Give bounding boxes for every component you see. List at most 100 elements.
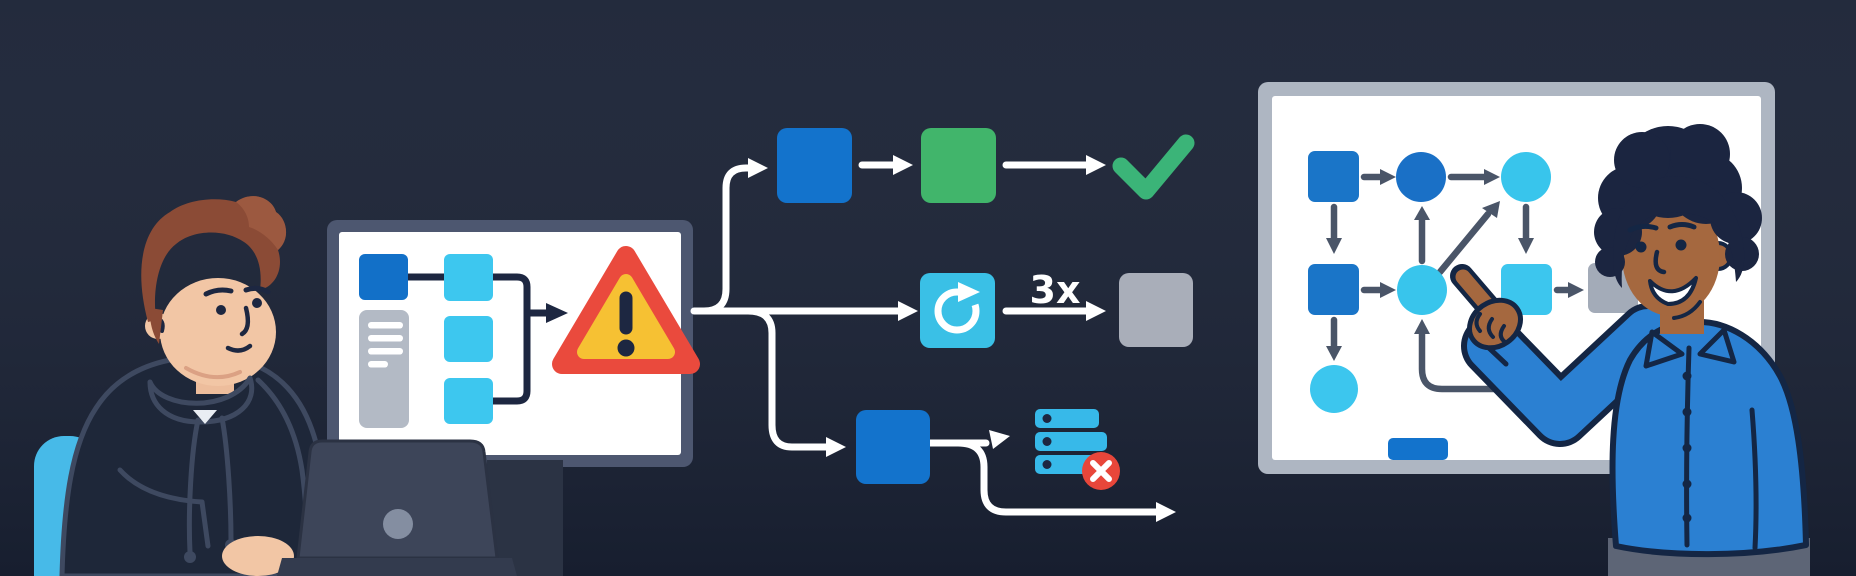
cyan-circle-node [1310, 365, 1358, 413]
shirt-button [1682, 407, 1692, 417]
presenter-eye-right [1675, 239, 1687, 251]
mouth [225, 343, 253, 353]
success-check-icon [1112, 134, 1195, 200]
laptop [277, 439, 517, 576]
eyebrow-left [203, 287, 234, 297]
curly-hair [1594, 124, 1762, 288]
blue-marker [1388, 438, 1448, 460]
list-line [368, 348, 403, 355]
hair [141, 196, 287, 322]
blue-circle-node [1396, 152, 1446, 202]
flow-arrowhead-top [748, 158, 768, 178]
board-arrow-diagonal [1436, 210, 1492, 276]
board-arrowhead [1568, 282, 1584, 298]
presenter-eyebrow-left [1627, 223, 1659, 233]
hood-collar [147, 375, 255, 425]
board-arrowhead [1326, 238, 1342, 254]
cyan-step-icon [444, 254, 493, 301]
presenter-nose [1653, 249, 1667, 275]
collar-left [1643, 329, 1685, 369]
flow-arrowhead-bottom [826, 437, 846, 457]
warning-triangle-icon [552, 246, 700, 374]
jaw-shade [184, 366, 242, 380]
drawstring-tip-left [184, 551, 196, 563]
cyan-step-icon [444, 316, 493, 362]
list-line [368, 361, 388, 368]
flow-line-up [700, 164, 752, 315]
hair-curl [1614, 132, 1670, 188]
presenter-head [1594, 124, 1762, 320]
arrowhead [1086, 301, 1106, 321]
blue-step-icon [777, 128, 852, 203]
presenter-pointing [1450, 124, 1810, 576]
board-arrowhead [1380, 282, 1396, 298]
pointing-hand [1450, 264, 1523, 351]
server-led [1042, 460, 1052, 469]
flow-lines [690, 158, 1176, 522]
knuckle-lines [1474, 312, 1507, 344]
arrowhead [893, 155, 913, 175]
server-bar [1035, 432, 1107, 451]
board-arrowhead [1380, 169, 1396, 185]
shirt-button [1682, 479, 1692, 489]
hair-base [1613, 176, 1745, 288]
shirt-button [1682, 443, 1692, 453]
hair-highlight [236, 196, 287, 250]
list-panel-icon [359, 310, 409, 428]
board-arrowhead [1414, 319, 1430, 334]
presenter-eye-left [1635, 241, 1647, 253]
refresh-circle [934, 288, 980, 334]
flow-arrowhead-server [989, 430, 1010, 449]
board-arrowhead [1326, 346, 1342, 361]
green-step-icon [921, 128, 996, 203]
retry-refresh-icon [934, 280, 992, 334]
branch-retry: 3x [920, 268, 1193, 348]
blue-square-node [1308, 151, 1359, 202]
presenter-eyebrow-right [1667, 222, 1697, 230]
retry-count-label: 3x [1030, 268, 1081, 312]
drawstring-left [186, 417, 201, 555]
tee-sliver [193, 410, 217, 424]
board-arrowhead [1518, 238, 1534, 254]
error-x-icon [1090, 460, 1112, 482]
list-line [368, 335, 403, 342]
board-loop-line [1418, 330, 1514, 393]
monitor [327, 220, 700, 467]
server-led [1042, 437, 1052, 446]
branch-server-error [856, 409, 1120, 490]
monitor-stand [487, 460, 563, 576]
drawstring-right [219, 415, 234, 543]
server-error-icon [1035, 409, 1120, 490]
typing-hand [222, 536, 294, 576]
hair-curl [1670, 124, 1730, 184]
arm-sleeve [1467, 309, 1673, 441]
cyan-circle-node [1397, 265, 1447, 315]
hoodie-fold [117, 467, 211, 549]
shirt-button [1682, 513, 1692, 523]
eyebrow-right [243, 285, 271, 295]
monitor-screen [339, 232, 681, 455]
fist [1467, 297, 1523, 351]
board-arrowhead [1482, 201, 1500, 218]
refresh-arrowhead [958, 282, 980, 302]
list-line [368, 322, 403, 329]
screen-connector-2 [489, 273, 531, 405]
flow-arrowhead-retry [898, 301, 918, 321]
flow-line-down [744, 307, 830, 451]
pending-step-icon [1119, 273, 1193, 347]
board-arrowhead [1414, 206, 1430, 220]
flow-line-continue [954, 439, 1160, 516]
warning-exclamation-dot [617, 339, 635, 357]
face [160, 278, 276, 386]
laptop-base [277, 558, 517, 576]
cyan-circle-node [1501, 152, 1551, 202]
server-bar [1035, 409, 1099, 428]
screen-arrowhead [546, 303, 568, 323]
shirt-side-seam [1749, 407, 1759, 551]
whiteboard-flowchart [1308, 151, 1638, 460]
arrowhead [1086, 155, 1106, 175]
nose [239, 305, 251, 337]
cyan-step-icon [444, 378, 493, 424]
server-led [1042, 414, 1052, 423]
